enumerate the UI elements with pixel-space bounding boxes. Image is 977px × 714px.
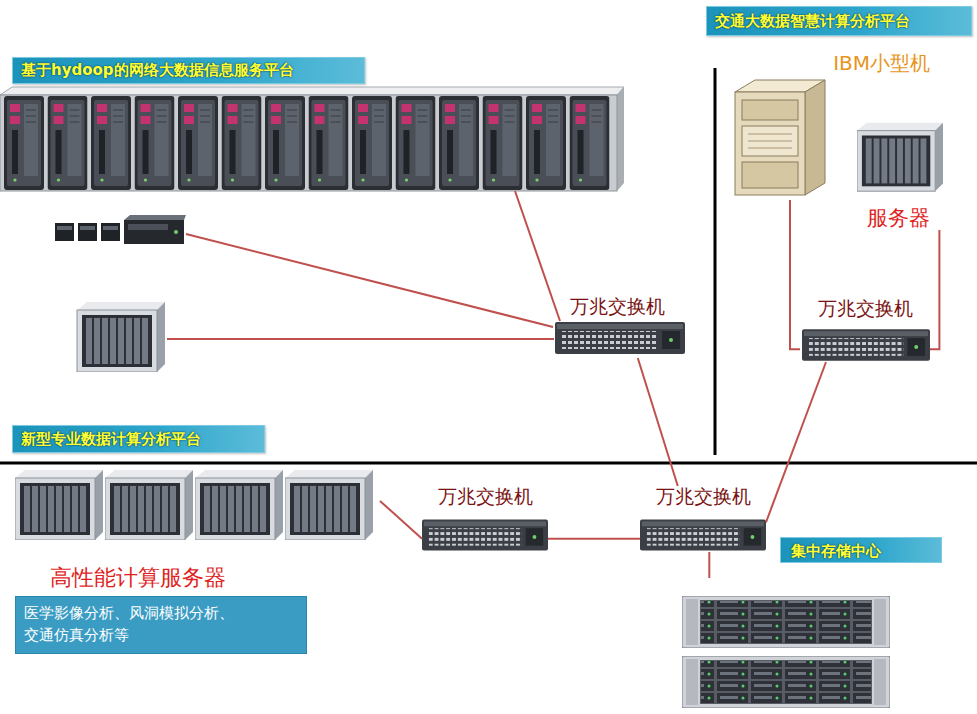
- hpc-servers: [15, 470, 373, 540]
- network-link: [548, 538, 640, 540]
- storage-array: [682, 596, 890, 708]
- note-text: 医学影像分析、风洞模拟分析、 交通仿真分析等: [24, 603, 240, 647]
- network-link: [380, 501, 422, 539]
- device-node: 万兆交换机: [550, 296, 685, 358]
- storage-node: 集中存储中心: [680, 578, 892, 712]
- title-text: 基于hydoop的网络大数据信息服务平台: [21, 61, 294, 80]
- network-wire: [167, 191, 560, 339]
- network-link: [766, 362, 826, 522]
- device-label: 万兆交换机: [656, 486, 751, 508]
- switch-device: [422, 322, 930, 551]
- title-text: 交通大数据智慧计算分析平台: [715, 12, 910, 31]
- title-text: 新型专业数据计算分析平台: [21, 430, 201, 449]
- device-label: 万兆交换机: [570, 296, 665, 318]
- section-title: 新型专业数据计算分析平台: [12, 425, 265, 453]
- note-box: 医学影像分析、风洞模拟分析、 交通仿真分析等: [15, 596, 307, 654]
- device-node: 万兆交换机: [800, 298, 930, 362]
- network-link: [708, 552, 710, 578]
- network-link: [930, 230, 939, 349]
- device-label: 高性能计算服务器: [50, 565, 226, 590]
- disk-enclosure: [77, 302, 165, 372]
- device-node: 高性能计算服务器: [12, 468, 380, 590]
- tape-library: [55, 215, 186, 244]
- section-title: 交通大数据智慧计算分析平台: [706, 6, 972, 36]
- network-link: [790, 200, 800, 349]
- device-node: 万兆交换机: [422, 486, 548, 552]
- section-divider: [0, 68, 977, 463]
- section-title: 基于hydoop的网络大数据信息服务平台: [12, 57, 365, 84]
- network-link: [638, 358, 678, 486]
- device-label: 万兆交换机: [818, 298, 913, 320]
- device-label: IBM小型机: [833, 52, 930, 75]
- title-text: 集中存储中心: [780, 537, 942, 563]
- device-label: 服务器: [867, 206, 930, 230]
- rack-server: [857, 123, 943, 191]
- device-node: IBM小型机: [730, 52, 930, 200]
- device-node: 万兆交换机: [640, 486, 766, 552]
- ibm-tower: [735, 80, 825, 195]
- device-node: 服务器: [852, 118, 944, 230]
- blade-chassis: [0, 87, 624, 191]
- device-label: 万兆交换机: [438, 486, 533, 508]
